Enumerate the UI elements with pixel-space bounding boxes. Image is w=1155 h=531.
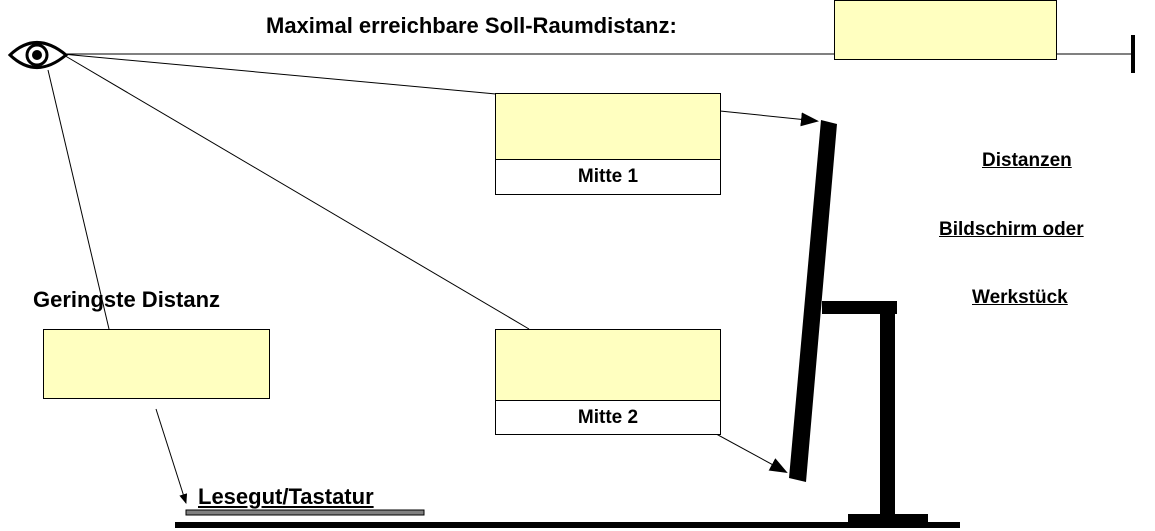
mitte-2-caption: Mitte 2: [495, 400, 721, 435]
sight-line-mitte-2: [61, 53, 530, 330]
max-distance-label: Maximal erreichbare Soll-Raumdistanz:: [266, 13, 677, 38]
side-label-distances: Distanzen: [982, 150, 1072, 171]
side-label-screen-or: Bildschirm oder: [939, 219, 1084, 240]
monitor-screen: [789, 120, 837, 482]
mitte-1-box[interactable]: [495, 93, 721, 160]
min-distance-box[interactable]: [43, 329, 270, 399]
monitor-stand-post: [880, 301, 895, 516]
min-distance-label: Geringste Distanz: [33, 287, 221, 312]
arrow-mitte-1: [719, 110, 819, 127]
sight-line-min: [47, 69, 110, 330]
sight-line-mitte-1: [61, 53, 497, 95]
eye-icon: [7, 41, 69, 69]
monitor-stand-foot: [848, 514, 928, 524]
reading-material-label: Lesegut/Tastatur: [198, 484, 374, 509]
monitor-stand-arm: [822, 301, 897, 314]
mitte-1-caption: Mitte 1: [495, 159, 721, 195]
arrow-min-distance: [155, 408, 188, 504]
table-surface: [175, 522, 960, 528]
reading-material-surface: [185, 509, 425, 516]
max-distance-box[interactable]: [834, 0, 1057, 60]
side-label-workpiece: Werkstück: [972, 287, 1068, 308]
mitte-2-box[interactable]: [495, 329, 721, 401]
